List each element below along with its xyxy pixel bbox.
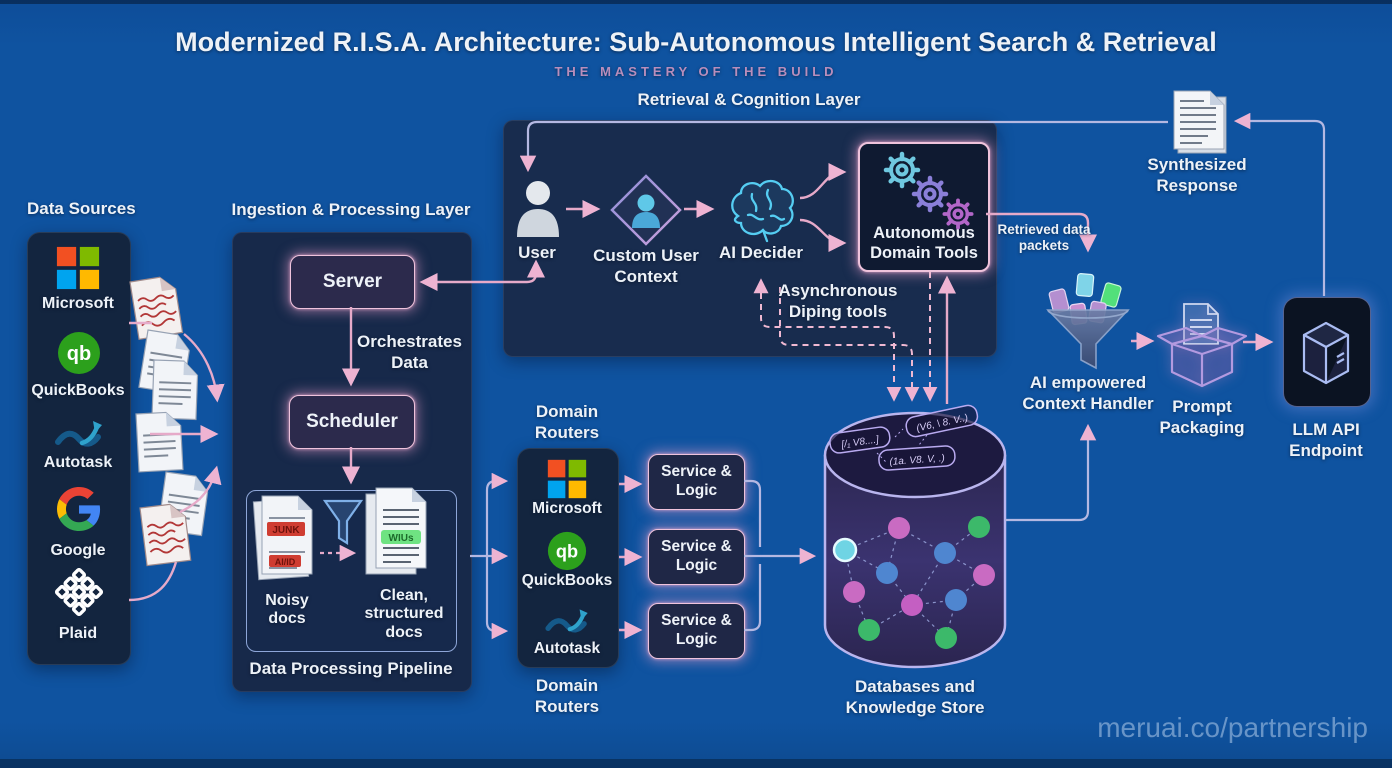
- server-box: Server: [290, 255, 415, 309]
- svg-text:(1a. V8. V, .): (1a. V8. V, .): [889, 453, 945, 468]
- prompt-packaging-label: Prompt Packaging: [1159, 397, 1245, 437]
- data-sources-heading: Data Sources: [27, 199, 136, 218]
- domain-routers-heading-top: Domain Routers: [534, 402, 600, 442]
- svg-text:[/₁ V8....]: [/₁ V8....]: [840, 434, 880, 450]
- plaid-icon: [55, 568, 103, 616]
- data-source-label: Plaid: [58, 625, 98, 642]
- router-item-label: Microsoft: [532, 500, 602, 517]
- svg-text:qb: qb: [67, 343, 91, 365]
- domain-routers-heading-bottom: Domain Routers: [534, 676, 600, 716]
- svg-text:JUNK: JUNK: [272, 525, 300, 536]
- autotask-icon: [545, 609, 588, 633]
- scheduler-label: Scheduler: [306, 411, 398, 432]
- watermark: meruai.co/partnership: [1097, 712, 1368, 743]
- google-icon: [57, 487, 101, 531]
- data-source-label: Autotask: [43, 454, 113, 471]
- quickbooks-icon: qb: [547, 531, 587, 571]
- context-handler-funnel-icon: [1046, 272, 1130, 370]
- svg-text:qb: qb: [556, 541, 578, 561]
- orchestrates-data-label: Orchestrates Data: [357, 332, 462, 372]
- ai-decider-label: AI Decider: [718, 243, 804, 262]
- synthesized-response-icon: [1173, 90, 1227, 154]
- llm-cube-icon: [1302, 321, 1350, 385]
- filter-funnel-icon: [322, 499, 364, 545]
- user-icon: [517, 181, 559, 237]
- context-handler-label: AI empowered Context Handler: [1022, 373, 1154, 413]
- ai-decider-brain-icon: [731, 179, 794, 243]
- page-subtitle: THE MASTERY OF THE BUILD: [554, 64, 838, 79]
- quickbooks-icon: qb: [58, 332, 100, 374]
- knowledge-store-caption: Databases and Knowledge Store: [845, 677, 985, 717]
- autotask-icon: [55, 421, 102, 447]
- scattered-documents: [129, 274, 211, 567]
- gears-icon: [883, 151, 974, 230]
- service-logic-box: Service & Logic: [648, 454, 745, 510]
- autonomous-domain-tools-label: Autonomous Domain Tools: [870, 224, 978, 262]
- custom-user-context-icon: [610, 174, 682, 246]
- synthesized-response-label: Synthesized Response: [1147, 155, 1247, 195]
- async-tools-label: Asynchronous Diping tools: [778, 281, 898, 321]
- service-logic-label: Service & Logic: [661, 538, 732, 574]
- service-logic-box: Service & Logic: [648, 603, 745, 659]
- data-source-label: Microsoft: [42, 295, 114, 312]
- bottom-edge-strip: [0, 759, 1392, 768]
- svg-text:WIUs: WIUs: [389, 533, 414, 544]
- prompt-packaging-icon: [1156, 303, 1248, 388]
- ingestion-layer-heading: Ingestion & Processing Layer: [231, 200, 471, 219]
- clean-docs-label: Clean, structured docs: [364, 587, 444, 641]
- service-logic-label: Service & Logic: [661, 612, 732, 648]
- microsoft-icon: [56, 246, 100, 290]
- microsoft-icon: [547, 459, 587, 499]
- svg-text:AI/ID: AI/ID: [275, 557, 296, 567]
- noisy-docs-icon: JUNK AI/ID: [252, 495, 313, 581]
- service-logic-label: Service & Logic: [661, 463, 732, 499]
- data-source-label: Google: [50, 542, 106, 559]
- router-item-label: QuickBooks: [521, 572, 613, 589]
- server-label: Server: [322, 271, 383, 292]
- service-logic-box: Service & Logic: [648, 529, 745, 585]
- scheduler-box: Scheduler: [289, 395, 415, 449]
- router-item-label: Autotask: [533, 640, 601, 657]
- user-label: User: [518, 243, 556, 262]
- noisy-docs-label: Noisy docs: [265, 592, 309, 628]
- retrieved-packets-label: Retrieved data packets: [997, 222, 1091, 254]
- top-edge-strip: [0, 0, 1392, 4]
- page-title: Modernized R.I.S.A. Architecture: Sub-Au…: [175, 27, 1217, 57]
- knowledge-store-cylinder: [/₁ V8....] (V6, \ 8. V..) (1a. V8. V, .…: [823, 404, 1007, 669]
- data-source-label: QuickBooks: [31, 382, 125, 399]
- pipeline-caption: Data Processing Pipeline: [249, 659, 453, 678]
- llm-endpoint-label: LLM API Endpoint: [1289, 420, 1363, 460]
- clean-docs-icon: WIUs: [365, 487, 427, 575]
- custom-user-context-label: Custom User Context: [593, 246, 699, 286]
- data-sources-panel: [27, 232, 131, 665]
- retrieval-layer-heading: Retrieval & Cognition Layer: [637, 90, 861, 109]
